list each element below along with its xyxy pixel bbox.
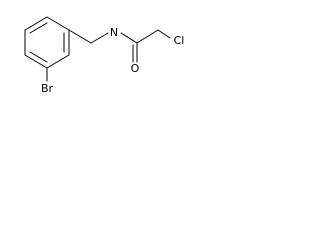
- chlorine-atom-label: Cl: [174, 34, 185, 47]
- aromatic-double-bond-3: [29, 51, 48, 63]
- bond-ch2-n: [90, 32, 109, 44]
- bond-ring-ch2: [68, 29, 92, 44]
- bromine-atom-label: Br: [41, 82, 54, 95]
- molecule-diagram: Br N O Cl: [24, 16, 185, 95]
- aromatic-double-bond-1: [29, 22, 48, 34]
- bond-n-carbonyl: [120, 32, 138, 44]
- bond-ch2-cl: [157, 29, 171, 39]
- nitrogen-atom-label: N: [110, 26, 118, 39]
- bond-carbonyl-ch2: [136, 29, 159, 44]
- structure-canvas: Br N O Cl: [0, 0, 209, 108]
- bonds: [24, 16, 171, 82]
- oxygen-atom-label: O: [131, 62, 140, 75]
- benzene-ring: [24, 16, 70, 69]
